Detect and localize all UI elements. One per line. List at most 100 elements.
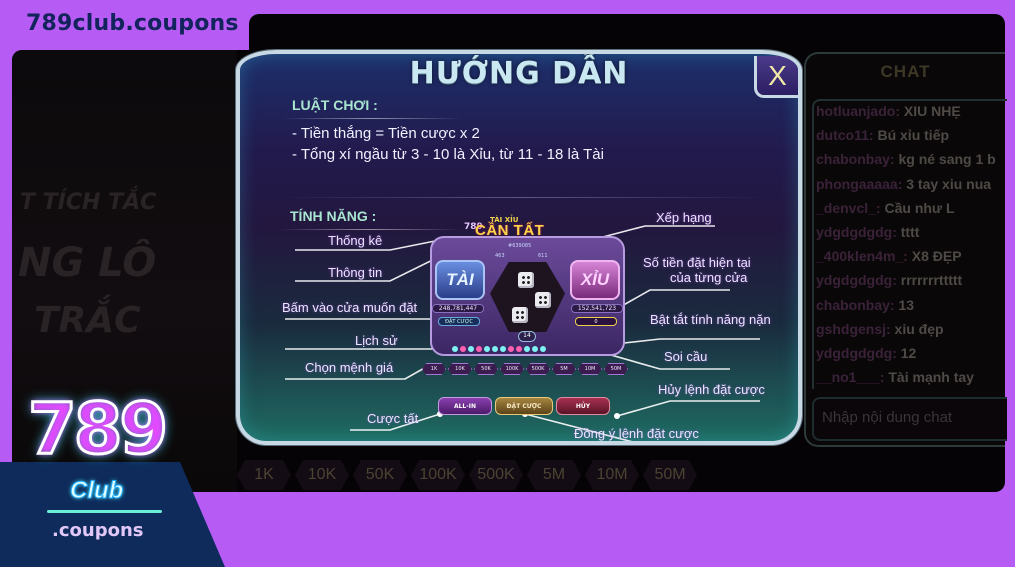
bg-chip: 1K xyxy=(237,460,291,490)
mini-logo-number: 789 xyxy=(464,222,483,232)
mini-timer: 14 xyxy=(518,331,536,342)
mini-cancel-button: HỦY xyxy=(556,397,610,415)
features-heading: TÍNH NĂNG : xyxy=(279,208,461,230)
chat-username[interactable]: ydgdgdgdg: xyxy=(816,344,897,361)
mini-xiu-amount: 152,541,723 xyxy=(571,304,623,313)
mini-action-row: ALL-IN ĐẶT CƯỢC HỦY xyxy=(438,397,610,415)
bg-chip: 50K xyxy=(353,460,407,490)
mini-bet-button: ĐẶT CƯỢC xyxy=(438,317,480,326)
brand-suffix: .coupons xyxy=(52,520,144,541)
poster-text: TRẮC xyxy=(34,300,141,341)
bg-chip: 50M xyxy=(643,460,697,490)
chat-title: CHAT xyxy=(880,62,931,81)
mini-chip-row: 1K 10K 50K 100K 500K 5M 10M 50M xyxy=(422,363,628,375)
chat-text: XIU NHẸ xyxy=(900,103,961,119)
chat-message: chabonbay: 13 xyxy=(816,297,1007,321)
chat-text: X8 ĐẸP xyxy=(907,248,962,265)
guide-modal: HƯỚNG DẪN X LUẬT CHƠI : - Tiền thắng = T… xyxy=(236,50,802,445)
mini-chip: 10M xyxy=(578,363,602,375)
chat-text: Cầu như L xyxy=(880,199,955,216)
chat-text: tttt xyxy=(896,223,920,240)
die-icon xyxy=(518,272,534,288)
brand-logo-number: 789 xyxy=(26,387,169,472)
label-confirm-bet: Đồng ý lệnh đặt cược xyxy=(574,426,699,441)
mini-chip: 500K xyxy=(526,363,550,375)
die-icon xyxy=(535,292,551,308)
site-title: 789club.coupons xyxy=(26,11,239,36)
close-icon: X xyxy=(768,59,787,91)
brand-underline xyxy=(47,510,162,513)
chat-message: hotluanjado: XIU NHẸ xyxy=(816,103,1007,127)
background-chip-row: 1K 10K 50K 100K 500K 5M 10M 50M xyxy=(237,460,697,490)
chat-message-list[interactable]: hotluanjado: XIU NHẸ dutco11: Bú xỉu tiế… xyxy=(812,99,1007,389)
bg-chip: 10M xyxy=(585,460,639,490)
chat-username[interactable]: gshdgensj: xyxy=(816,320,891,337)
label-current-bet-line2: của từng cửa xyxy=(670,270,748,285)
chat-username[interactable]: ydgdgdgdg: xyxy=(816,272,897,289)
chat-message: ydgdgdgdg: rrrrrrrttttt xyxy=(816,272,1007,296)
divider xyxy=(280,197,768,198)
brand-panel xyxy=(0,462,225,567)
mini-tai-door: TÀI xyxy=(435,260,485,300)
chat-username[interactable]: chabonbay: xyxy=(816,151,895,168)
mini-chip: 100K xyxy=(500,363,524,375)
label-history: Lịch sử xyxy=(355,333,398,348)
mini-chip: 10K xyxy=(448,363,472,375)
chat-message: ydgdgdgdg: tttt xyxy=(816,224,1007,248)
chat-text: 13 xyxy=(894,296,915,313)
history-dot xyxy=(460,346,466,352)
chat-username[interactable]: ydgdgdgdg: xyxy=(816,223,897,240)
history-dot xyxy=(476,346,482,352)
chat-panel: CHAT hotluanjado: XIU NHẸ dutco11: Bú xỉ… xyxy=(804,52,1007,447)
chat-text: 12 xyxy=(896,344,917,361)
chat-input[interactable]: Nhập nội dung chat xyxy=(812,397,1007,441)
chat-message: ydgdgdgdg: 12 xyxy=(816,345,1007,369)
chat-message: dutco11: Bú xỉu tiếp xyxy=(816,127,1007,151)
rule-line: - Tiền thắng = Tiền cược x 2 xyxy=(292,125,480,142)
bg-chip: 5M xyxy=(527,460,581,490)
history-dot xyxy=(468,346,474,352)
rule-line: - Tổng xí ngầu từ 3 - 10 là Xỉu, từ 11 -… xyxy=(292,146,604,163)
close-button[interactable]: X xyxy=(754,56,798,98)
mini-game-diagram: TÀI XỈU 789 CẦN TẤT #639085 463 611 TÀI … xyxy=(422,216,628,415)
chat-message: _denvcl_: Cầu như L xyxy=(816,200,1007,224)
mini-chip: 50M xyxy=(604,363,628,375)
label-trend: Soi cầu xyxy=(664,349,708,364)
chat-username[interactable]: __no1___: xyxy=(816,369,885,386)
history-dot xyxy=(500,346,506,352)
chat-username[interactable]: _400klen4m_: xyxy=(816,248,908,265)
chat-message: __no1___: Tài mạnh tay xyxy=(816,369,1007,389)
chat-username[interactable]: chabonbay: xyxy=(816,296,895,313)
bg-chip: 100K xyxy=(411,460,465,490)
mini-logo: CẦN TẤT xyxy=(475,222,545,239)
label-choose-denomination: Chọn mệnh giá xyxy=(305,360,394,375)
chat-username[interactable]: dutco11: xyxy=(816,127,874,144)
label-all-in: Cược tất xyxy=(367,411,419,426)
chat-text: rrrrrrrttttt xyxy=(896,272,963,289)
history-dot xyxy=(524,346,530,352)
chat-username[interactable]: hotluanjado: xyxy=(816,103,900,119)
poster-text: T TÍCH TẮC xyxy=(20,190,157,215)
mini-history-dots xyxy=(452,346,546,352)
mini-count-tai: 463 xyxy=(495,253,505,259)
chat-username[interactable]: phongaaaaa: xyxy=(816,175,903,192)
chat-message: gshdgensj: xiu đẹp xyxy=(816,321,1007,345)
chat-message: phongaaaaa: 3 tay xiu nua xyxy=(816,176,1007,200)
label-current-bet-line1: Số tiền đặt hiện tại xyxy=(643,255,751,270)
mini-chip: 50K xyxy=(474,363,498,375)
chat-username[interactable]: _denvcl_: xyxy=(816,199,881,216)
history-dot xyxy=(540,346,546,352)
label-choose-door: Bấm vào cửa muốn đặt xyxy=(282,300,418,315)
chat-text: Bú xỉu tiếp xyxy=(873,127,950,144)
history-dot xyxy=(516,346,522,352)
label-info: Thông tin xyxy=(328,265,383,280)
chat-text: xiu đẹp xyxy=(890,320,944,337)
mini-bet-action: ĐẶT CƯỢC xyxy=(495,397,553,415)
mini-bet-value: 0 xyxy=(575,317,617,326)
chat-text: kg né sang 1 b xyxy=(894,151,996,168)
label-ranking: Xếp hạng xyxy=(656,210,712,225)
mini-chip: 5M xyxy=(552,363,576,375)
bg-chip: 500K xyxy=(469,460,523,490)
mini-session-id: #639085 xyxy=(508,243,532,249)
background-poster: T TÍCH TẮC NG LÔ TRẮC xyxy=(12,50,237,492)
